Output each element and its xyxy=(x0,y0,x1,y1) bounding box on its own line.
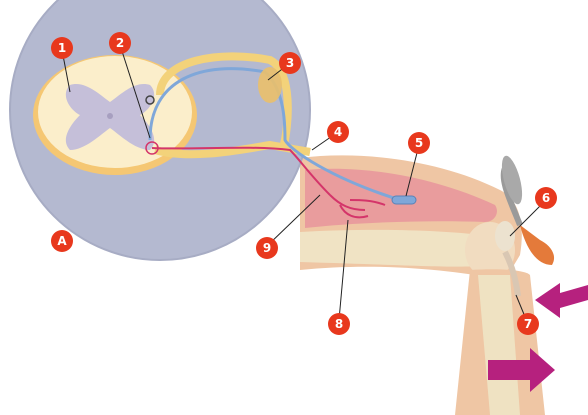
patella xyxy=(495,221,515,251)
svg-text:2: 2 xyxy=(116,36,124,50)
svg-text:1: 1 xyxy=(58,41,66,55)
svg-text:A: A xyxy=(57,234,67,248)
label-badge-2: 2 xyxy=(109,32,131,54)
svg-text:4: 4 xyxy=(334,125,342,139)
svg-text:3: 3 xyxy=(286,56,294,70)
svg-text:8: 8 xyxy=(335,317,343,331)
label-badge-9: 9 xyxy=(256,237,278,259)
svg-text:7: 7 xyxy=(524,317,532,331)
label-badge-1: 1 xyxy=(51,37,73,59)
label-badge-4: 4 xyxy=(327,121,349,143)
arrow-left xyxy=(535,283,588,318)
label-badge-3: 3 xyxy=(279,52,301,74)
muscle-spindle xyxy=(392,196,416,204)
svg-text:5: 5 xyxy=(415,136,423,150)
label-badge-7: 7 xyxy=(517,313,539,335)
label-badge-8: 8 xyxy=(328,313,350,335)
svg-text:9: 9 xyxy=(263,241,271,255)
label-badge-A: A xyxy=(51,230,73,252)
label-badge-6: 6 xyxy=(535,187,557,209)
label-badge-5: 5 xyxy=(408,132,430,154)
svg-text:6: 6 xyxy=(542,191,550,205)
